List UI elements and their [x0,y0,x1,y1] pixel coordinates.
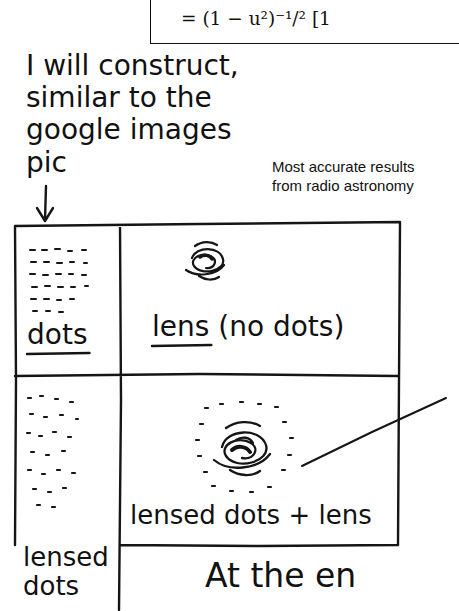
lensed-dot-ring [196,402,293,492]
cell-label: dots [27,319,116,351]
grid-cell: lensed dots [15,375,120,611]
leader-line [302,398,446,466]
lens-shading [200,255,212,259]
cell-label: lensed dots [23,543,116,600]
pointer-arrow [37,186,53,221]
lensed-lens-shading [232,447,250,452]
printed-note: Most accurate results from radio astrono… [272,158,417,196]
handwritten-note: At the en [205,558,445,594]
lensed-dot-field [27,396,78,507]
underline [27,353,89,354]
grid-cell: dots [15,225,120,375]
grid-cell: lens (no dots) [120,225,400,375]
cell-label: lens (no dots) [152,311,394,343]
grid-lines [15,222,400,610]
lensed-lens-swirl [214,422,270,475]
formula-box: = (1 − u²)⁻¹/² [1 [150,0,459,44]
dot-field [30,249,88,312]
lens-swirl [186,242,224,279]
handwritten-note: I will construct, similar to the google … [26,50,276,179]
cell-label: = (1 − u²)⁻¹/² [1 [181,8,459,30]
cell-label: lensed dots + lens [130,501,394,531]
underline [152,345,211,346]
grid-cell: lensed dots + lens [120,375,400,545]
